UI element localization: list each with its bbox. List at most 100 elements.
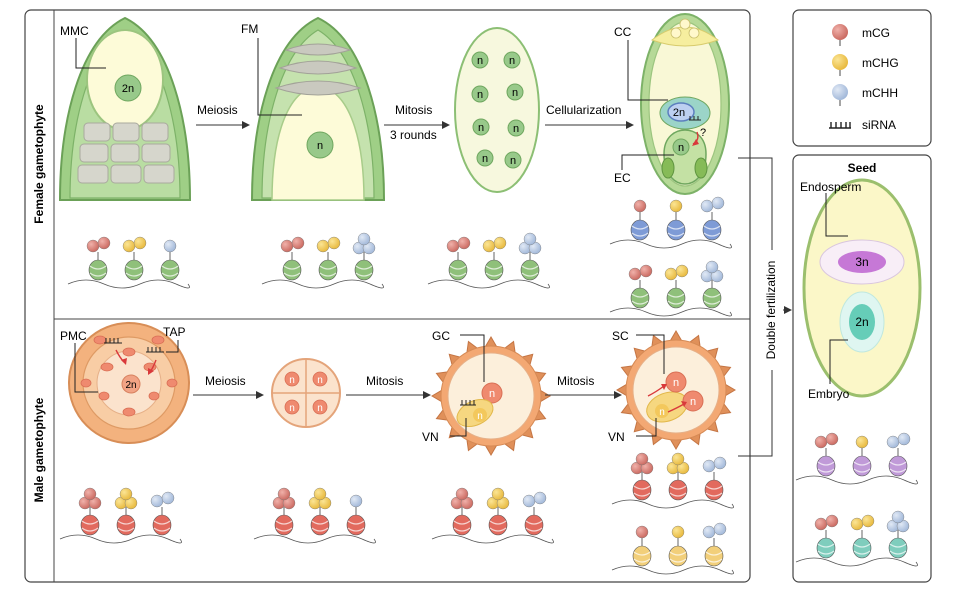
nucleosome-cg	[450, 487, 474, 536]
legend-mchh-label: mCHH	[862, 86, 898, 100]
nucleosome-chg	[114, 487, 138, 536]
legend-box	[792, 9, 932, 147]
nucleosome-core	[702, 219, 722, 241]
male-meiosis-label: Meiosis	[205, 374, 246, 388]
mmc-ploidy: 2n	[122, 83, 134, 95]
mitosis-arrowhead-f	[442, 121, 450, 129]
nucleosome-cg	[630, 199, 650, 241]
methyl-chh	[161, 491, 175, 505]
main-frame	[24, 9, 751, 583]
endosperm-ploidy: 3n	[855, 255, 868, 269]
nucleosome-cg	[78, 487, 102, 536]
nucleosome-core	[318, 259, 338, 281]
svg-text:n: n	[512, 87, 518, 99]
gc-ploidy: n	[489, 388, 495, 400]
nucleosome-chh	[700, 196, 725, 241]
endosperm-nucleus	[838, 251, 886, 273]
dna-strand	[795, 557, 918, 567]
methyl-chg	[861, 514, 875, 528]
nucleosome-chg	[666, 199, 686, 241]
female-rounds-label: 3 rounds	[390, 128, 437, 142]
dna-strand	[611, 499, 734, 509]
legend-mcg: mCG	[832, 24, 890, 46]
dna-strand	[609, 239, 732, 249]
nucleosome-core	[152, 514, 172, 536]
methyl-chg	[313, 487, 327, 501]
methyl-cg	[628, 267, 642, 281]
meiosis-arrowhead-m	[256, 391, 264, 399]
svg-text:n: n	[477, 55, 483, 67]
nucleosome-chg	[308, 487, 332, 536]
nucleosome-core	[666, 287, 686, 309]
nucleosome-core	[282, 259, 302, 281]
vn2-ploidy: n	[659, 407, 665, 418]
methyl-chh	[700, 199, 714, 213]
nucleosome-core	[274, 514, 294, 536]
methyl-chh	[886, 435, 900, 449]
mitosis2-arrowhead-m	[614, 391, 622, 399]
nucleosome-core	[632, 479, 652, 501]
nucleosome-chg	[852, 435, 872, 477]
svg-text:n: n	[289, 403, 295, 414]
nucleosome-chh	[160, 239, 180, 281]
dna-strand	[431, 534, 554, 544]
nucleosome-chg	[316, 236, 341, 281]
methyl-cg	[97, 236, 111, 250]
nucleosome-chh	[518, 232, 542, 281]
dna-strand	[59, 534, 182, 544]
nucleosome-core	[704, 545, 724, 567]
nucleosome-core	[448, 259, 468, 281]
methyl-cg	[83, 487, 97, 501]
nucleosome-core	[888, 537, 908, 559]
methyl-chh	[522, 494, 536, 508]
svg-text:n: n	[289, 375, 295, 386]
svg-text:n: n	[509, 55, 515, 67]
nucleosome-chh	[346, 494, 366, 536]
methyl-chg	[855, 435, 869, 449]
nucleosome-chg	[482, 236, 507, 281]
nucleosome-cg	[272, 487, 296, 536]
methyl-cg	[457, 236, 471, 250]
nucleosome-core	[816, 455, 836, 477]
nucleosome-chg	[122, 236, 147, 281]
mchh-icon	[832, 84, 848, 100]
methyl-chh	[357, 232, 371, 246]
methyl-chh	[533, 491, 547, 505]
tricellular-pollen: n n n	[616, 330, 736, 450]
nucleosome-cg	[632, 525, 652, 567]
embryo-sac: 2n n ?	[640, 13, 730, 195]
methyl-cg	[446, 239, 460, 253]
methyl-chg	[482, 239, 496, 253]
female-meiosis-label: Meiosis	[197, 103, 238, 117]
nucleosome-core	[704, 479, 724, 501]
dna-strand	[609, 307, 732, 317]
ec-question: ?	[700, 127, 706, 139]
legend-sirna-label: siRNA	[862, 118, 896, 132]
methyl-cg	[633, 199, 647, 213]
nucleosome-core	[702, 287, 722, 309]
methyl-chg	[133, 236, 147, 250]
nucleosome-core	[452, 514, 472, 536]
female-panel-title: Female gametophyte	[32, 104, 46, 224]
dna-strand	[253, 534, 376, 544]
nucleosome-core	[310, 514, 330, 536]
nucleosome-cg	[814, 514, 839, 559]
svg-text:n: n	[513, 123, 519, 135]
methyl-chh	[713, 522, 727, 536]
nucleosome-chh	[886, 432, 911, 477]
dna-strand	[67, 279, 190, 289]
methyl-chh	[891, 510, 905, 524]
ec-ploidy: n	[678, 142, 684, 154]
methyl-cg	[639, 264, 653, 278]
legend-mchg-label: mCHG	[862, 56, 899, 70]
pmc-label: PMC	[60, 329, 87, 343]
fertilization-arrowhead	[784, 306, 792, 314]
methyl-chg	[664, 267, 678, 281]
male-mitosis1-label: Mitosis	[366, 374, 403, 388]
svg-text:n: n	[510, 155, 516, 167]
methyl-chh	[897, 432, 911, 446]
dna-strand	[427, 279, 550, 289]
ec-label: EC	[614, 171, 631, 185]
tap-label: TAP	[163, 325, 185, 339]
